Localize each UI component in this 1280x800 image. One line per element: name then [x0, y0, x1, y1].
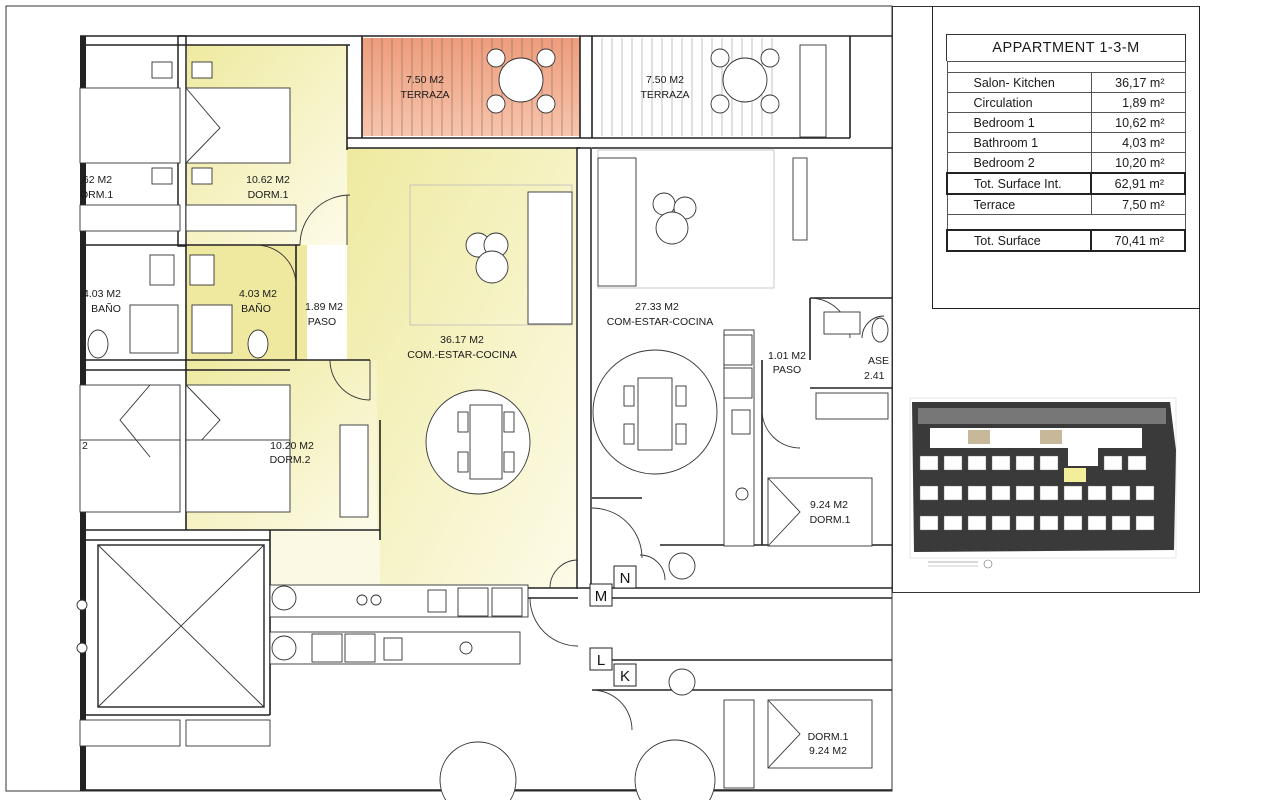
summary-label: Terrace — [946, 193, 1092, 215]
paso-area: 1.89 M2 — [305, 301, 343, 313]
summary-total-interior: Tot. Surface Int.62,91 m² — [946, 172, 1186, 195]
dorm-right-low-area: 9.24 M2 — [809, 745, 847, 757]
summary-value: 10,62 m² — [1090, 112, 1186, 133]
core-letters: M N L K — [589, 565, 637, 687]
dorm-left-area: .62 M2 — [80, 174, 112, 186]
dorm-right-low-name: DORM.1 — [808, 731, 849, 743]
terraza-b-name: TERRAZA — [640, 89, 689, 101]
kitchen-counters — [269, 329, 755, 789]
paso-name: PASO — [308, 316, 336, 328]
terraza-b-area: 7.50 M2 — [646, 74, 684, 86]
bano-left-name: BAÑO — [91, 302, 121, 315]
terraza-a-name: TERRAZA — [400, 89, 449, 101]
summary-value: 4,03 m² — [1090, 132, 1186, 153]
summary-value: 1,89 m² — [1090, 92, 1186, 113]
summary-label: Bedroom 2 — [946, 152, 1092, 174]
dorm2-area: 10.20 M2 — [270, 440, 314, 452]
summary-label: Tot. Surface — [946, 229, 1092, 252]
room-labels: 7.50 M2 TERRAZA 7.50 M2 TERRAZA .62 M2 O… — [80, 74, 889, 757]
summary-value: 36,17 m² — [1090, 72, 1186, 93]
bano-left-area: 4.03 M2 — [83, 288, 121, 300]
dorm-left2-area: 2 — [82, 440, 88, 452]
summary-value: 70,41 m² — [1090, 229, 1186, 252]
summary-value: 62,91 m² — [1090, 172, 1186, 195]
dorm-left-name: ORM.1 — [80, 189, 113, 201]
dorm1-area: 10.62 M2 — [246, 174, 290, 186]
salon-right-area: 27.33 M2 — [635, 301, 679, 313]
dorm1-name: DORM.1 — [248, 189, 289, 201]
core-letter-l: L — [597, 652, 605, 669]
summary-title: APPARTMENT 1-3-M — [946, 34, 1186, 61]
terrace-tables — [486, 48, 780, 114]
dorm-right-area: 9.24 M2 — [810, 499, 848, 511]
core-letter-m: M — [595, 588, 608, 605]
salon-name: COM.-ESTAR-COCINA — [407, 349, 516, 361]
summary-label: Salon- Kitchen — [946, 72, 1092, 93]
key-plan-thumbnail — [909, 397, 1177, 569]
terraza-a-area: 7.50 M2 — [406, 74, 444, 86]
summary-value: 7,50 m² — [1090, 193, 1186, 215]
summary-label: Circulation — [946, 92, 1092, 113]
core-letter-n: N — [620, 570, 631, 587]
terrace-decking — [371, 38, 573, 136]
summary-panel-frame — [932, 6, 1200, 309]
beds — [79, 61, 873, 769]
wardrobes — [79, 44, 889, 747]
paso-right-name: PASO — [773, 364, 801, 376]
living-furniture — [409, 149, 775, 800]
core-letter-k: K — [620, 668, 630, 685]
summary-label: Bedroom 1 — [946, 112, 1092, 133]
summary-label: Tot. Surface Int. — [946, 172, 1092, 195]
paso-right-area: 1.01 M2 — [768, 350, 806, 362]
terrace-decking-right — [601, 38, 773, 136]
dorm2-name: DORM.2 — [270, 454, 311, 466]
bano-area: 4.03 M2 — [239, 288, 277, 300]
summary-label: Bathroom 1 — [946, 132, 1092, 153]
aseo-area: 2.41 — [864, 370, 885, 382]
salon-right-name: COM-ESTAR-COCINA — [607, 316, 714, 328]
dorm-right-name: DORM.1 — [810, 514, 851, 526]
salon-area: 36.17 M2 — [440, 334, 484, 346]
aseo-name: ASE — [868, 355, 889, 367]
summary-value: 10,20 m² — [1090, 152, 1186, 174]
bathroom-fixtures — [87, 254, 889, 359]
bano-name: BAÑO — [241, 302, 271, 315]
doors — [255, 194, 885, 731]
lift-shaft — [76, 544, 265, 708]
